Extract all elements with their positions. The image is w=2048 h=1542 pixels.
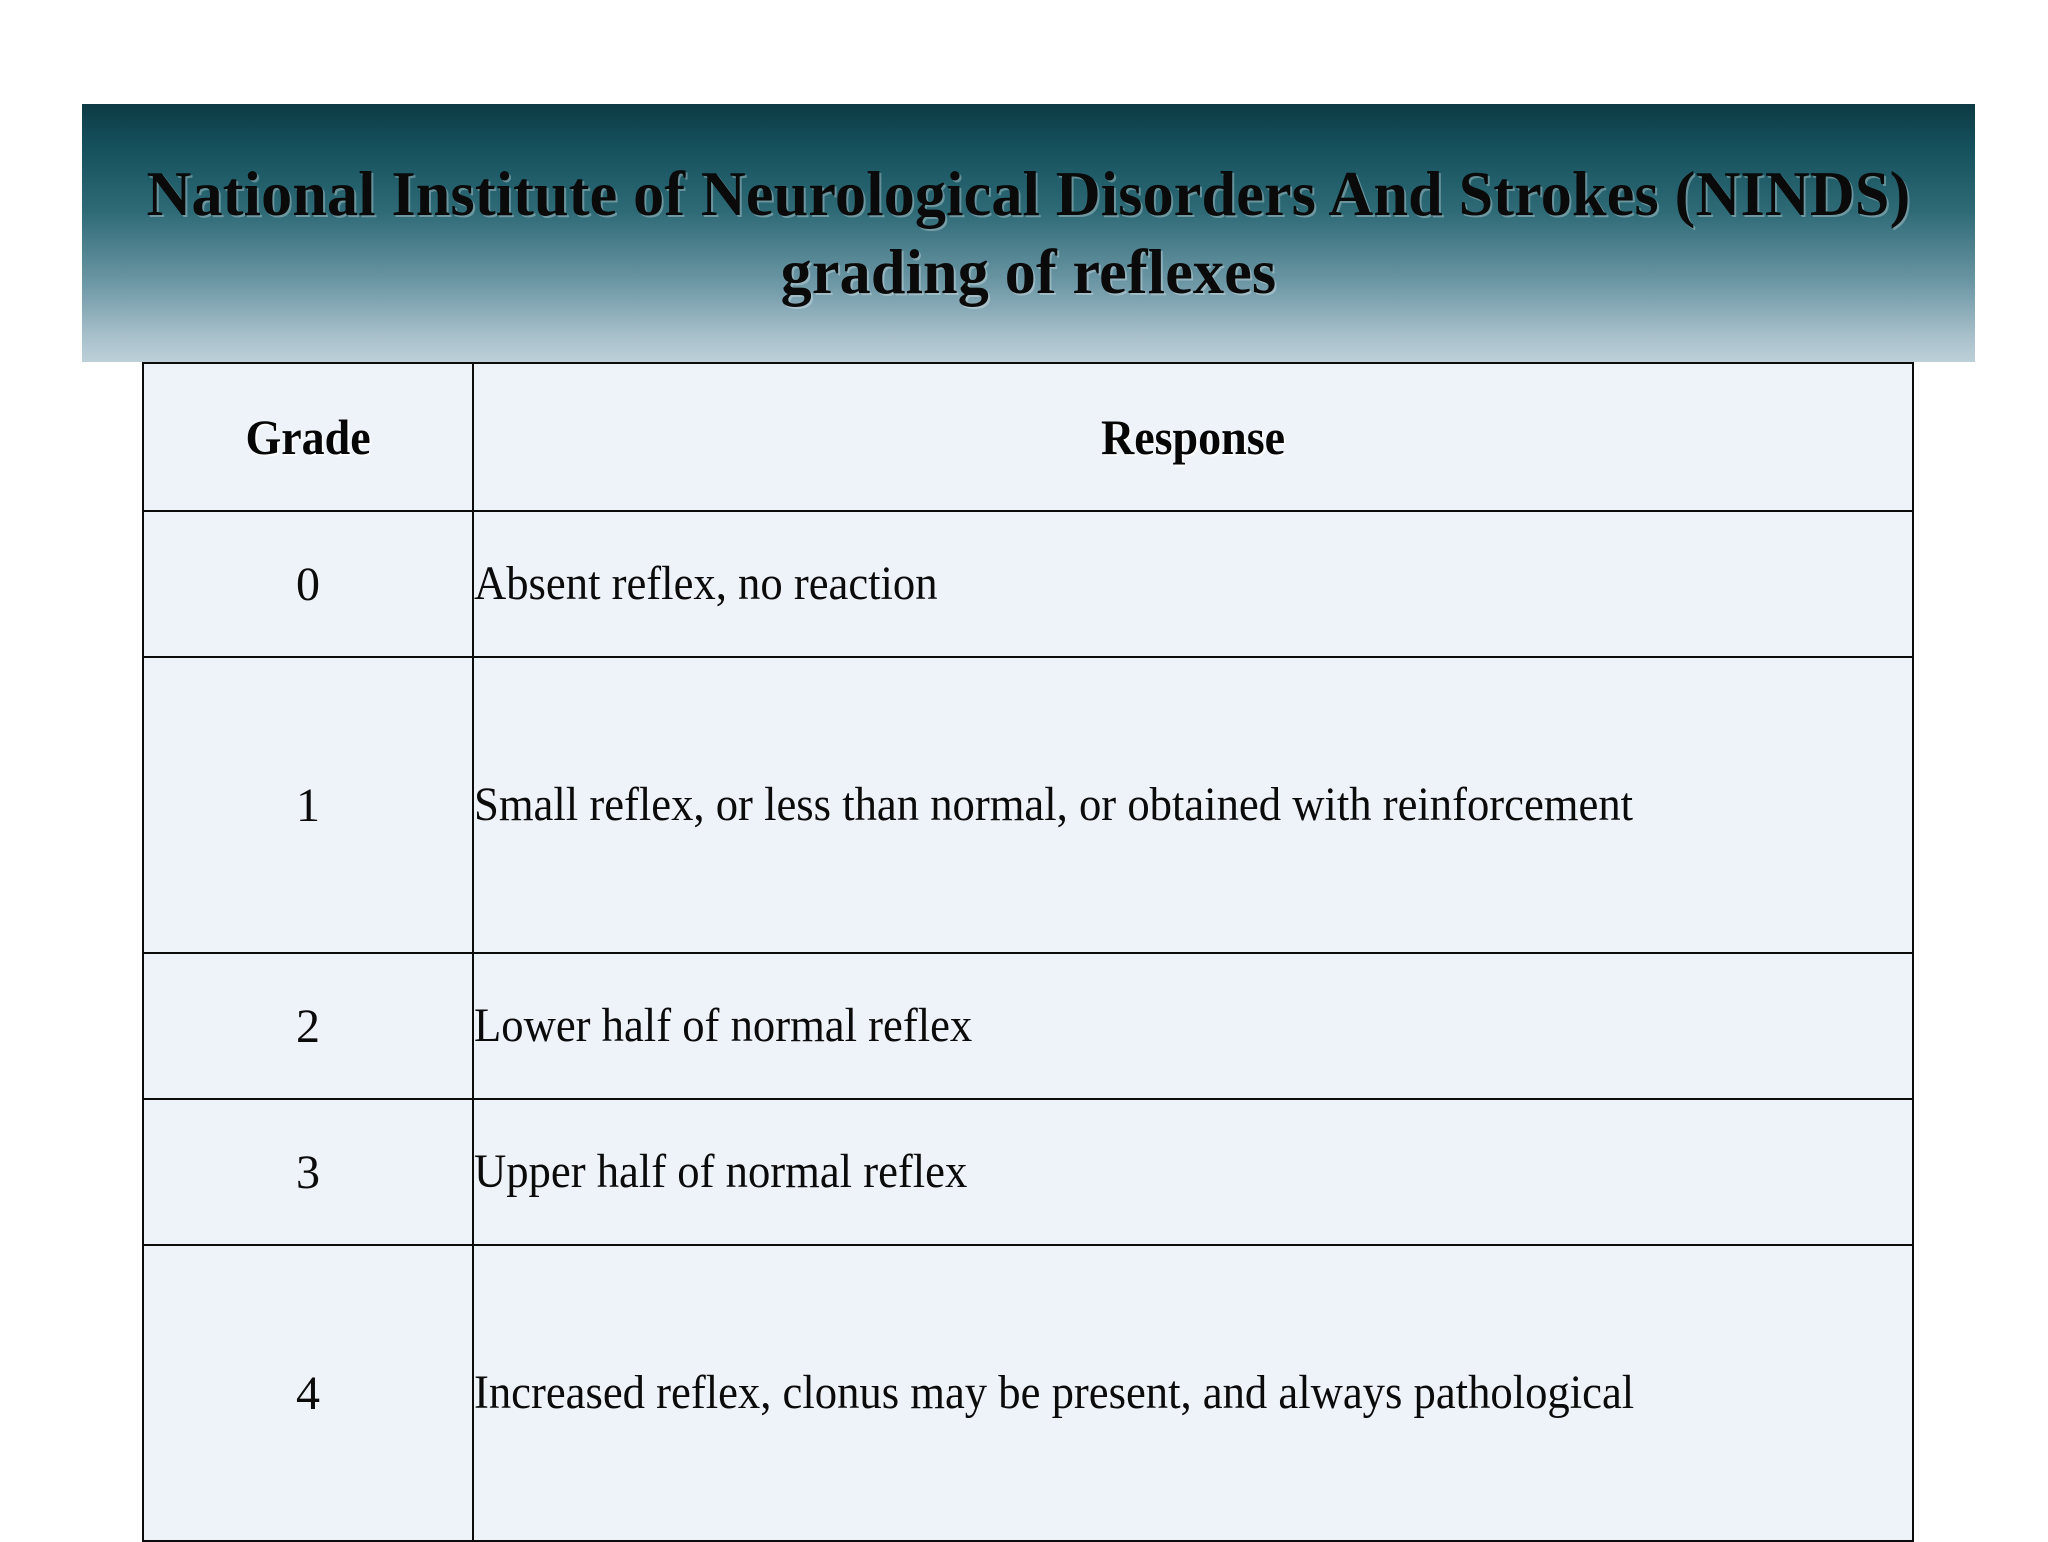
page-title: National Institute of Neurological Disor… [146,157,1911,307]
table-header-row: Grade Response [142,362,1914,512]
cell-response: Increased reflex, clonus may be present,… [472,1244,1914,1542]
title-banner: National Institute of Neurological Disor… [82,104,1975,362]
column-header-grade: Grade [142,362,474,512]
table-row: 0 Absent reflex, no reaction [142,510,1914,658]
table-row: 2 Lower half of normal reflex [142,952,1914,1100]
cell-grade: 3 [142,1098,474,1246]
cell-response-text: Upper half of normal reflex [474,1145,968,1199]
cell-response-text: Increased reflex, clonus may be present,… [474,1366,1635,1420]
table-row: 4 Increased reflex, clonus may be presen… [142,1244,1914,1542]
cell-response: Small reflex, or less than normal, or ob… [472,656,1914,954]
cell-response: Lower half of normal reflex [472,952,1914,1100]
table-row: 1 Small reflex, or less than normal, or … [142,656,1914,954]
table-row: 3 Upper half of normal reflex [142,1098,1914,1246]
column-header-response-label: Response [1100,409,1286,465]
cell-response: Upper half of normal reflex [472,1098,1914,1246]
cell-response-text: Absent reflex, no reaction [474,557,938,611]
cell-grade: 2 [142,952,474,1100]
column-header-grade-label: Grade [245,409,371,465]
cell-response-text: Small reflex, or less than normal, or ob… [474,778,1634,832]
cell-response: Absent reflex, no reaction [472,510,1914,658]
cell-grade: 0 [142,510,474,658]
column-header-response: Response [472,362,1914,512]
cell-grade: 4 [142,1244,474,1542]
cell-response-text: Lower half of normal reflex [474,999,973,1053]
cell-grade: 1 [142,656,474,954]
ninds-reflex-grading-table: Grade Response 0 Absent reflex, no react… [142,362,1914,1542]
